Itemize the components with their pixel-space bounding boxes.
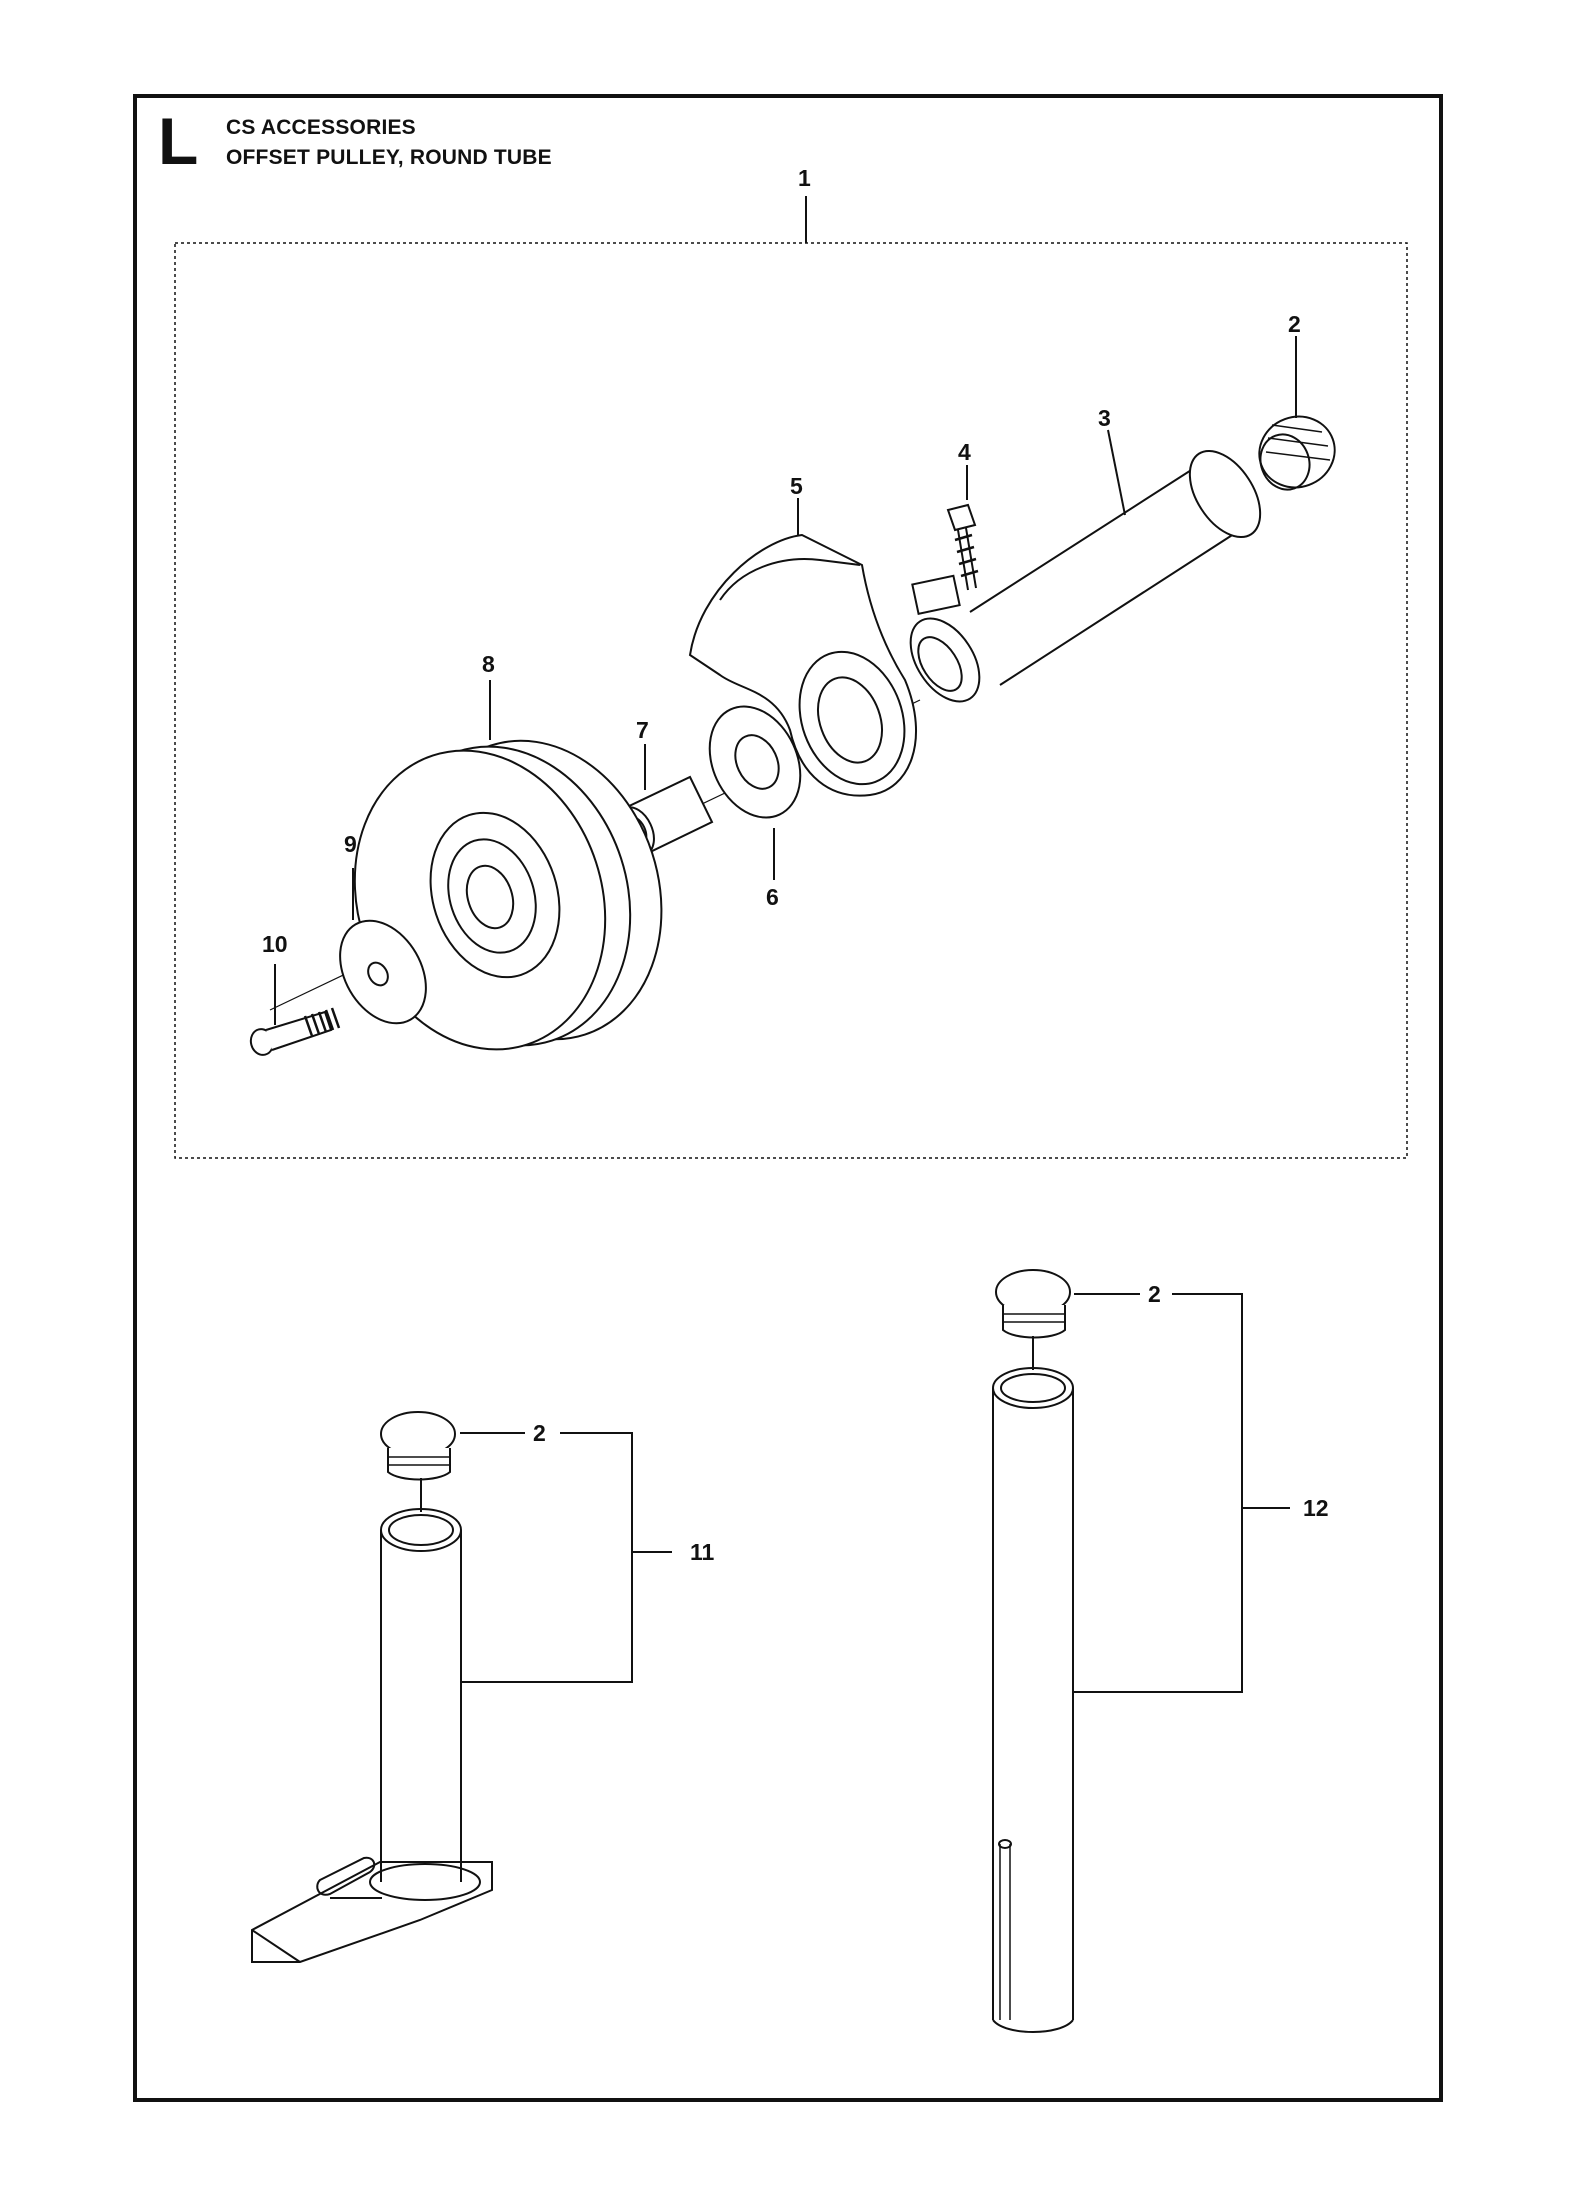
assembly-boundary (174, 242, 1408, 1159)
tube-clamp (909, 574, 981, 703)
end-cap-part (1258, 415, 1336, 491)
title-category: CS ACCESSORIES (226, 116, 416, 139)
washer-small-part (339, 919, 427, 1025)
pole-tube-part (992, 1367, 1074, 2033)
callout-7: 7 (636, 717, 649, 743)
callout-3: 3 (1098, 405, 1111, 431)
callout-8: 8 (482, 651, 495, 677)
callout-2-kit12: 2 (1148, 1281, 1161, 1307)
callout-12: 12 (1303, 1495, 1329, 1521)
bracket-11 (461, 1432, 672, 1683)
page-frame (133, 94, 1443, 2102)
screw-part (249, 1007, 341, 1056)
end-cap-11-part (380, 1411, 456, 1512)
callout-2-kit11: 2 (533, 1420, 546, 1446)
stand-tube-part (251, 1508, 493, 1963)
bolt-part (946, 503, 979, 591)
callout-10: 10 (262, 931, 288, 957)
callout-4: 4 (958, 439, 971, 465)
pulley-part (353, 739, 663, 1051)
washer-large-part (708, 705, 802, 819)
section-letter: L (158, 104, 199, 178)
callout-1: 1 (798, 165, 811, 191)
bracket-12 (1073, 1293, 1290, 1693)
end-cap-12-part (995, 1269, 1071, 1370)
tube-part (969, 449, 1262, 686)
callout-5: 5 (790, 473, 803, 499)
title-assembly: OFFSET PULLEY, ROUND TUBE (226, 146, 552, 169)
callout-9: 9 (344, 831, 357, 857)
callout-11: 11 (690, 1539, 715, 1565)
callout-2-top: 2 (1288, 311, 1301, 337)
callout-6: 6 (766, 884, 779, 910)
leader-3 (1107, 429, 1126, 516)
guard-part (688, 533, 918, 797)
